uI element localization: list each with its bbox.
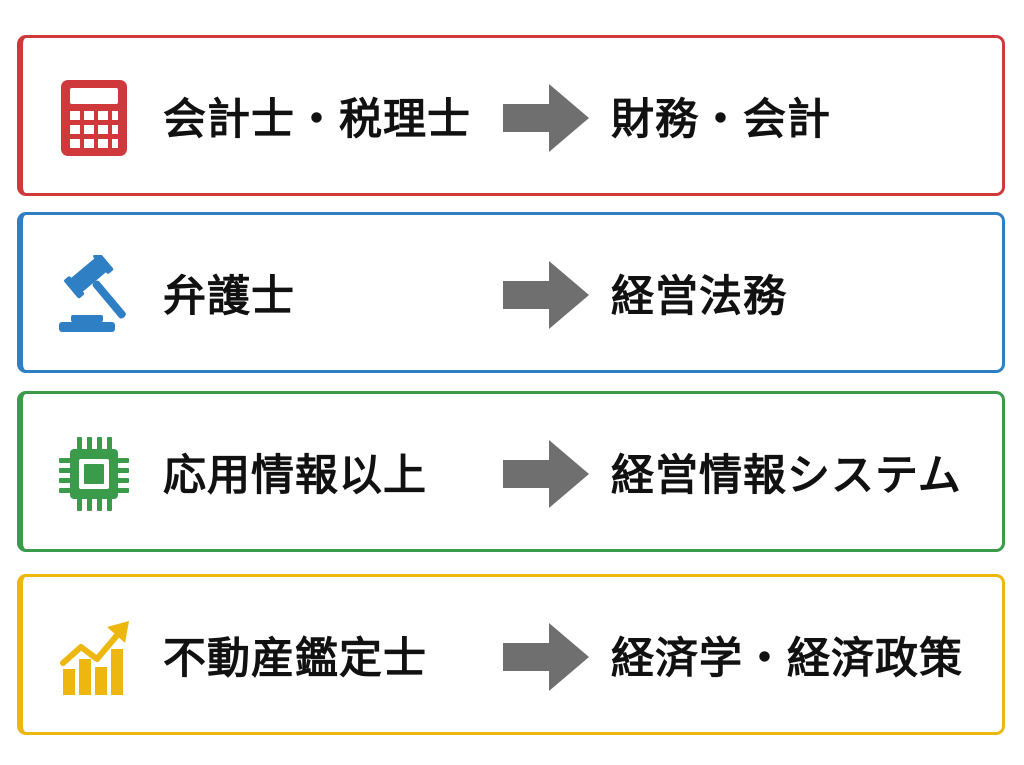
gavel-icon <box>57 255 131 335</box>
qualification-label: 不動産鑑定士 <box>163 633 427 684</box>
row-accounting: 会計士・税理士 財務・会計 <box>17 35 1005 196</box>
qualification-label: 弁護士 <box>163 271 295 322</box>
right-arrow-icon <box>501 259 591 331</box>
subject-label: 財務・会計 <box>611 94 831 145</box>
row-law: 弁護士 経営法務 <box>17 212 1005 373</box>
subject-label: 経営法務 <box>611 271 787 322</box>
row-information-systems: 応用情報以上 経営情報システム <box>17 391 1005 552</box>
qualification-label: 応用情報以上 <box>163 450 427 501</box>
qualification-label: 会計士・税理士 <box>163 94 471 145</box>
right-arrow-icon <box>501 438 591 510</box>
calculator-icon <box>57 78 131 158</box>
right-arrow-icon <box>501 82 591 154</box>
chart-growth-icon <box>57 617 131 697</box>
subject-label: 経営情報システム <box>611 450 962 501</box>
right-arrow-icon <box>501 621 591 693</box>
microchip-icon <box>57 434 131 514</box>
subject-label: 経済学・経済政策 <box>611 633 963 684</box>
row-economics: 不動産鑑定士 経済学・経済政策 <box>17 574 1005 735</box>
